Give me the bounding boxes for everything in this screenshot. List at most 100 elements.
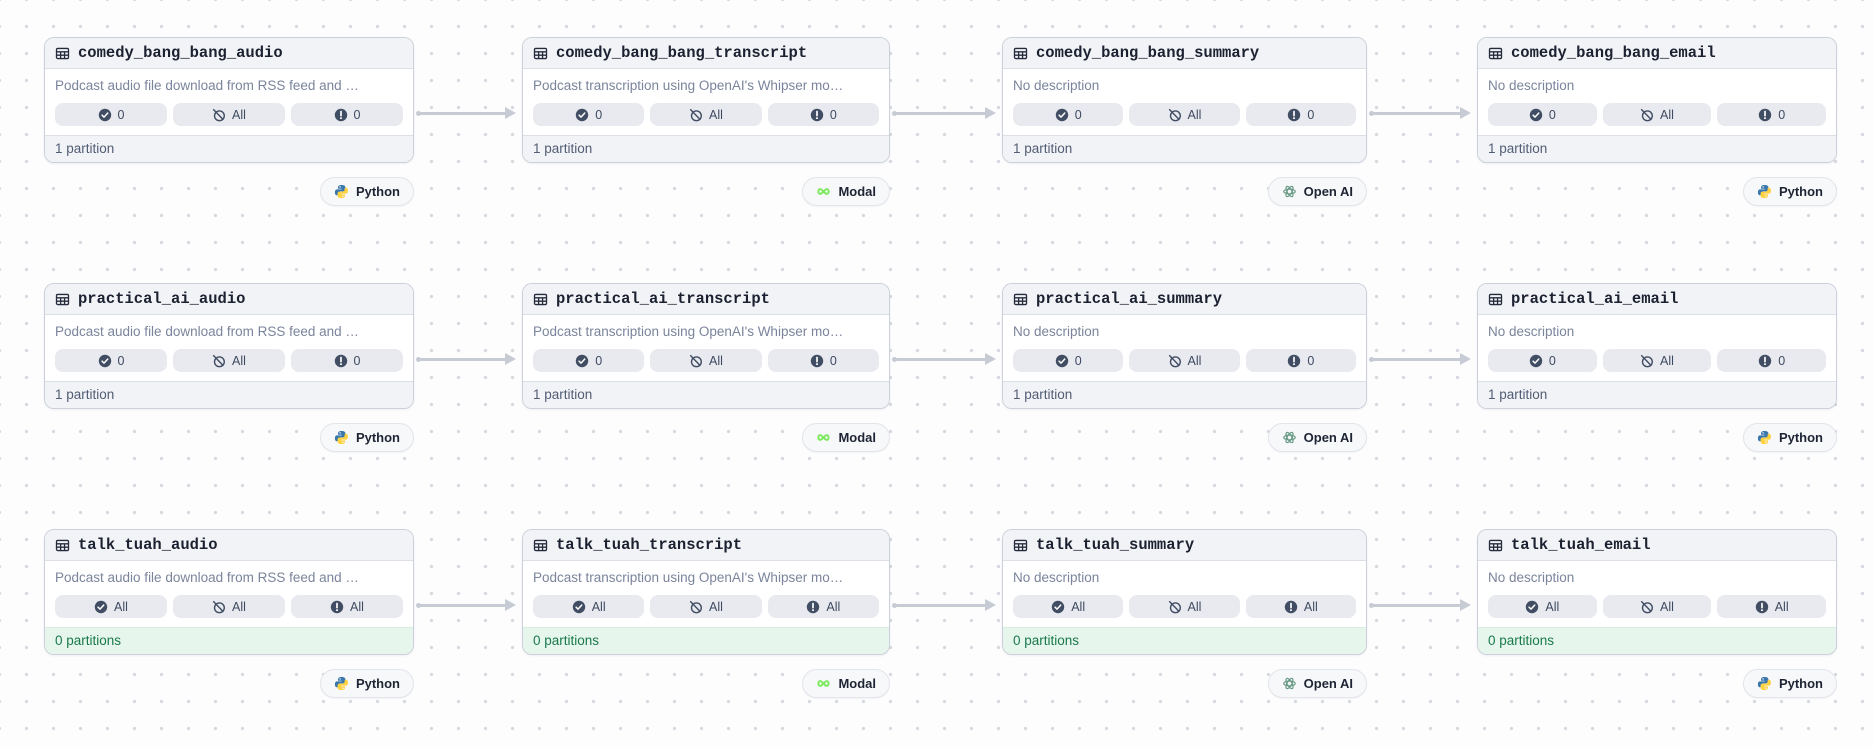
materialized-count-badge[interactable]: All [55,595,167,618]
badge-value: 0 [1778,353,1786,368]
failed-count-badge[interactable]: 0 [1717,349,1827,372]
failed-count-badge[interactable]: 0 [291,103,403,126]
badge-value: 0 [595,353,603,368]
failed-count-badge[interactable]: 0 [1245,349,1356,372]
asset-node-talk-tuah-email[interactable]: talk_tuah_email No description All All A… [1477,529,1837,655]
compute-kind-tag-modal[interactable]: Modal [802,669,890,698]
compute-kind-tag-modal[interactable]: Modal [802,423,890,452]
asset-node-comedy-bang-bang-email[interactable]: comedy_bang_bang_email No description 0 … [1477,37,1837,163]
alert-circle-icon [1758,108,1772,122]
asset-node-practical-ai-audio[interactable]: practical_ai_audio Podcast audio file do… [44,283,414,409]
compute-kind-tag-python[interactable]: Python [1742,177,1837,206]
materialized-count-badge[interactable]: All [533,595,645,618]
missing-count-badge[interactable]: All [650,103,762,126]
compute-kind-tag-python[interactable]: Python [1742,669,1837,698]
partition-count: 0 partitions [1003,627,1366,654]
table-icon [533,292,548,307]
materialized-count-badge[interactable]: All [1488,595,1597,618]
table-icon [533,46,548,61]
asset-node-practical-ai-email[interactable]: practical_ai_email No description 0 All … [1477,283,1837,409]
compute-kind-tag-modal[interactable]: Modal [802,177,890,206]
failed-count-badge[interactable]: 0 [1717,103,1827,126]
slash-circle-icon [1168,600,1182,614]
check-circle-icon [1529,354,1543,368]
missing-count-badge[interactable]: All [650,595,762,618]
asset-description: No description [1013,324,1100,339]
materialized-count-badge[interactable]: 0 [533,349,645,372]
edge-arrow [892,353,996,365]
missing-count-badge[interactable]: All [1129,595,1240,618]
failed-count-badge[interactable]: All [1717,595,1827,618]
asset-node-comedy-bang-bang-audio[interactable]: comedy_bang_bang_audio Podcast audio fil… [44,37,414,163]
failed-count-badge[interactable]: All [291,595,403,618]
asset-node-practical-ai-transcript[interactable]: practical_ai_transcript Podcast transcri… [522,283,890,409]
failed-count-badge[interactable]: All [1245,595,1356,618]
missing-count-badge[interactable]: All [1602,103,1712,126]
compute-kind-tag-python[interactable]: Python [319,669,414,698]
asset-node-comedy-bang-bang-transcript[interactable]: comedy_bang_bang_transcript Podcast tran… [522,37,890,163]
asset-description: No description [1013,570,1100,585]
compute-kind-tag-openai[interactable]: Open AI [1267,423,1367,452]
missing-count-badge[interactable]: All [173,349,285,372]
missing-count-badge[interactable]: All [173,103,285,126]
failed-count-badge[interactable]: 0 [1245,103,1356,126]
badge-value: All [1545,599,1560,614]
asset-description: No description [1488,78,1575,93]
asset-name: talk_tuah_transcript [556,536,743,554]
badge-value: 0 [117,353,125,368]
missing-count-badge[interactable]: All [1129,349,1240,372]
python-icon [334,430,349,445]
failed-count-badge[interactable]: 0 [767,103,879,126]
materialized-count-badge[interactable]: All [1013,595,1124,618]
asset-node-practical-ai-summary[interactable]: practical_ai_summary No description 0 Al… [1002,283,1367,409]
alert-circle-icon [806,600,820,614]
alert-circle-icon [334,108,348,122]
badge-value: All [591,599,606,614]
badge-value: All [232,107,246,122]
badge-value: 0 [353,353,361,368]
partition-count: 1 partition [45,135,413,162]
materialized-count-badge[interactable]: 0 [1488,349,1597,372]
edge-arrow [1369,107,1471,119]
alert-circle-icon [1287,108,1301,122]
badge-value: 0 [1307,107,1315,122]
asset-description: Podcast transcription using OpenAI's Whi… [533,570,844,585]
asset-name: practical_ai_summary [1036,290,1223,308]
materialized-count-badge[interactable]: 0 [55,349,167,372]
materialized-count-badge[interactable]: 0 [533,103,645,126]
edge-arrow [416,599,516,611]
materialized-count-badge[interactable]: 0 [1013,349,1124,372]
compute-kind-tag-openai[interactable]: Open AI [1267,177,1367,206]
asset-description: Podcast transcription using OpenAI's Whi… [533,78,844,93]
compute-kind-tag-python[interactable]: Python [1742,423,1837,452]
asset-node-talk-tuah-summary[interactable]: talk_tuah_summary No description All All… [1002,529,1367,655]
failed-count-badge[interactable]: 0 [767,349,879,372]
missing-count-badge[interactable]: All [1602,349,1712,372]
asset-name: practical_ai_audio [78,290,246,308]
failed-count-badge[interactable]: All [767,595,879,618]
compute-kind-tag-python[interactable]: Python [319,177,414,206]
compute-kind-tag-openai[interactable]: Open AI [1267,669,1367,698]
missing-count-badge[interactable]: All [650,349,762,372]
table-icon [1013,292,1028,307]
missing-count-badge[interactable]: All [173,595,285,618]
missing-count-badge[interactable]: All [1129,103,1240,126]
python-icon [1757,184,1772,199]
asset-node-talk-tuah-audio[interactable]: talk_tuah_audio Podcast audio file downl… [44,529,414,655]
failed-count-badge[interactable]: 0 [291,349,403,372]
badge-value: 0 [829,107,837,122]
badge-value: 0 [117,107,125,122]
check-circle-icon [1055,354,1069,368]
python-icon [334,184,349,199]
asset-description: No description [1488,570,1575,585]
missing-count-badge[interactable]: All [1602,595,1712,618]
compute-kind-tag-python[interactable]: Python [319,423,414,452]
materialized-count-badge[interactable]: 0 [55,103,167,126]
materialized-count-badge[interactable]: 0 [1488,103,1597,126]
asset-node-talk-tuah-transcript[interactable]: talk_tuah_transcript Podcast transcripti… [522,529,890,655]
badge-value: All [1071,599,1086,614]
asset-name: talk_tuah_email [1511,536,1651,554]
materialized-count-badge[interactable]: 0 [1013,103,1124,126]
asset-node-comedy-bang-bang-summary[interactable]: comedy_bang_bang_summary No description … [1002,37,1367,163]
